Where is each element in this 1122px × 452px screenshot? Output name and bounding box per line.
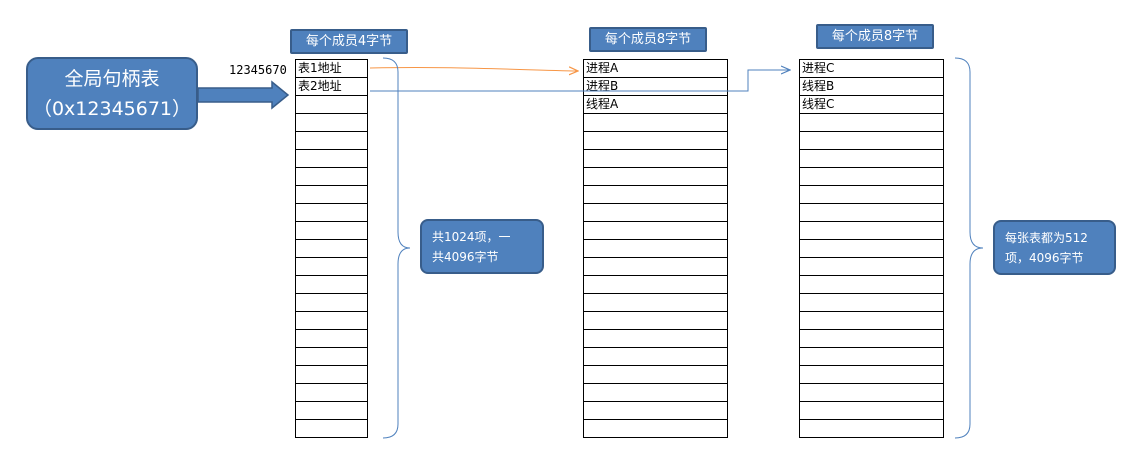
note-table-1-size: 共1024项，一 共4096字节 bbox=[420, 219, 544, 274]
note-tables-size: 每张表都为512 项，4096字节 bbox=[993, 220, 1116, 275]
table-1-row bbox=[296, 204, 367, 222]
table-2-row bbox=[584, 150, 727, 168]
table-3-row bbox=[800, 384, 943, 402]
table-2-row bbox=[584, 348, 727, 366]
table-3-row bbox=[800, 168, 943, 186]
brace-table-1 bbox=[382, 57, 411, 439]
table-1-row bbox=[296, 258, 367, 276]
table-2-header: 每个成员8字节 bbox=[589, 27, 707, 52]
table-3-row bbox=[800, 132, 943, 150]
table-1: 表1地址表2地址 bbox=[295, 59, 368, 438]
table-3-row bbox=[800, 204, 943, 222]
table-2-row bbox=[584, 420, 727, 437]
global-handle-table-label: 全局句柄表 （0x12345671） bbox=[26, 57, 198, 130]
table-1-row bbox=[296, 294, 367, 312]
table-2-row bbox=[584, 312, 727, 330]
table-2-row: 进程A bbox=[584, 60, 727, 78]
table-2-row bbox=[584, 294, 727, 312]
table-3-row bbox=[800, 420, 943, 437]
table-1-row bbox=[296, 366, 367, 384]
table-1-row bbox=[296, 276, 367, 294]
table-2-row bbox=[584, 402, 727, 420]
table-3-row bbox=[800, 276, 943, 294]
table-2-row bbox=[584, 168, 727, 186]
table-2-row bbox=[584, 258, 727, 276]
table-1-row bbox=[296, 348, 367, 366]
global-handle-table-address: （0x12345671） bbox=[32, 97, 192, 120]
block-arrow-to-table-1 bbox=[197, 80, 290, 110]
table-2-row: 线程A bbox=[584, 96, 727, 114]
table-1-row bbox=[296, 384, 367, 402]
brace-table-3 bbox=[954, 57, 984, 439]
table-3-row bbox=[800, 330, 943, 348]
table-3-row bbox=[800, 114, 943, 132]
table-2-row bbox=[584, 222, 727, 240]
note-1-line-2: 共4096字节 bbox=[432, 250, 499, 264]
table-1-row bbox=[296, 168, 367, 186]
table-1-row bbox=[296, 330, 367, 348]
table-3-header: 每个成员8字节 bbox=[816, 24, 934, 49]
table-1-row: 表2地址 bbox=[296, 78, 367, 96]
table-3-row bbox=[800, 366, 943, 384]
table-1-row bbox=[296, 150, 367, 168]
table-2-row bbox=[584, 240, 727, 258]
table-3-row bbox=[800, 312, 943, 330]
table-1-row bbox=[296, 420, 367, 437]
table-3-row: 线程B bbox=[800, 78, 943, 96]
table-3-row bbox=[800, 186, 943, 204]
table-1-row bbox=[296, 114, 367, 132]
table-3-row: 线程C bbox=[800, 96, 943, 114]
table-2-row bbox=[584, 276, 727, 294]
note-2-line-1: 每张表都为512 bbox=[1005, 231, 1088, 245]
note-1-line-1: 共1024项，一 bbox=[432, 230, 511, 244]
table-3-row bbox=[800, 402, 943, 420]
table-3-row bbox=[800, 294, 943, 312]
table-1-row: 表1地址 bbox=[296, 60, 367, 78]
row-address-label: 12345670 bbox=[229, 63, 287, 77]
table-1-header: 每个成员4字节 bbox=[290, 29, 408, 54]
table-1-row bbox=[296, 240, 367, 258]
table-2-row bbox=[584, 114, 727, 132]
table-2-row bbox=[584, 204, 727, 222]
table-2-row bbox=[584, 330, 727, 348]
table-1-row bbox=[296, 96, 367, 114]
table-3-row bbox=[800, 240, 943, 258]
table-3-row bbox=[800, 222, 943, 240]
table-2-row bbox=[584, 366, 727, 384]
table-2-row bbox=[584, 384, 727, 402]
table-2-row: 进程B bbox=[584, 78, 727, 96]
table-3-row bbox=[800, 348, 943, 366]
table-1-row bbox=[296, 186, 367, 204]
global-handle-table-title: 全局句柄表 bbox=[64, 67, 160, 90]
table-1-row bbox=[296, 222, 367, 240]
arrow-table-1-to-table-2 bbox=[369, 67, 578, 71]
table-3-row: 进程C bbox=[800, 60, 943, 78]
table-1-row bbox=[296, 402, 367, 420]
table-2-row bbox=[584, 186, 727, 204]
table-1-row bbox=[296, 132, 367, 150]
table-2-row bbox=[584, 132, 727, 150]
table-3-row bbox=[800, 150, 943, 168]
table-1-row bbox=[296, 312, 367, 330]
note-2-line-2: 项，4096字节 bbox=[1005, 251, 1084, 265]
table-3-row bbox=[800, 258, 943, 276]
